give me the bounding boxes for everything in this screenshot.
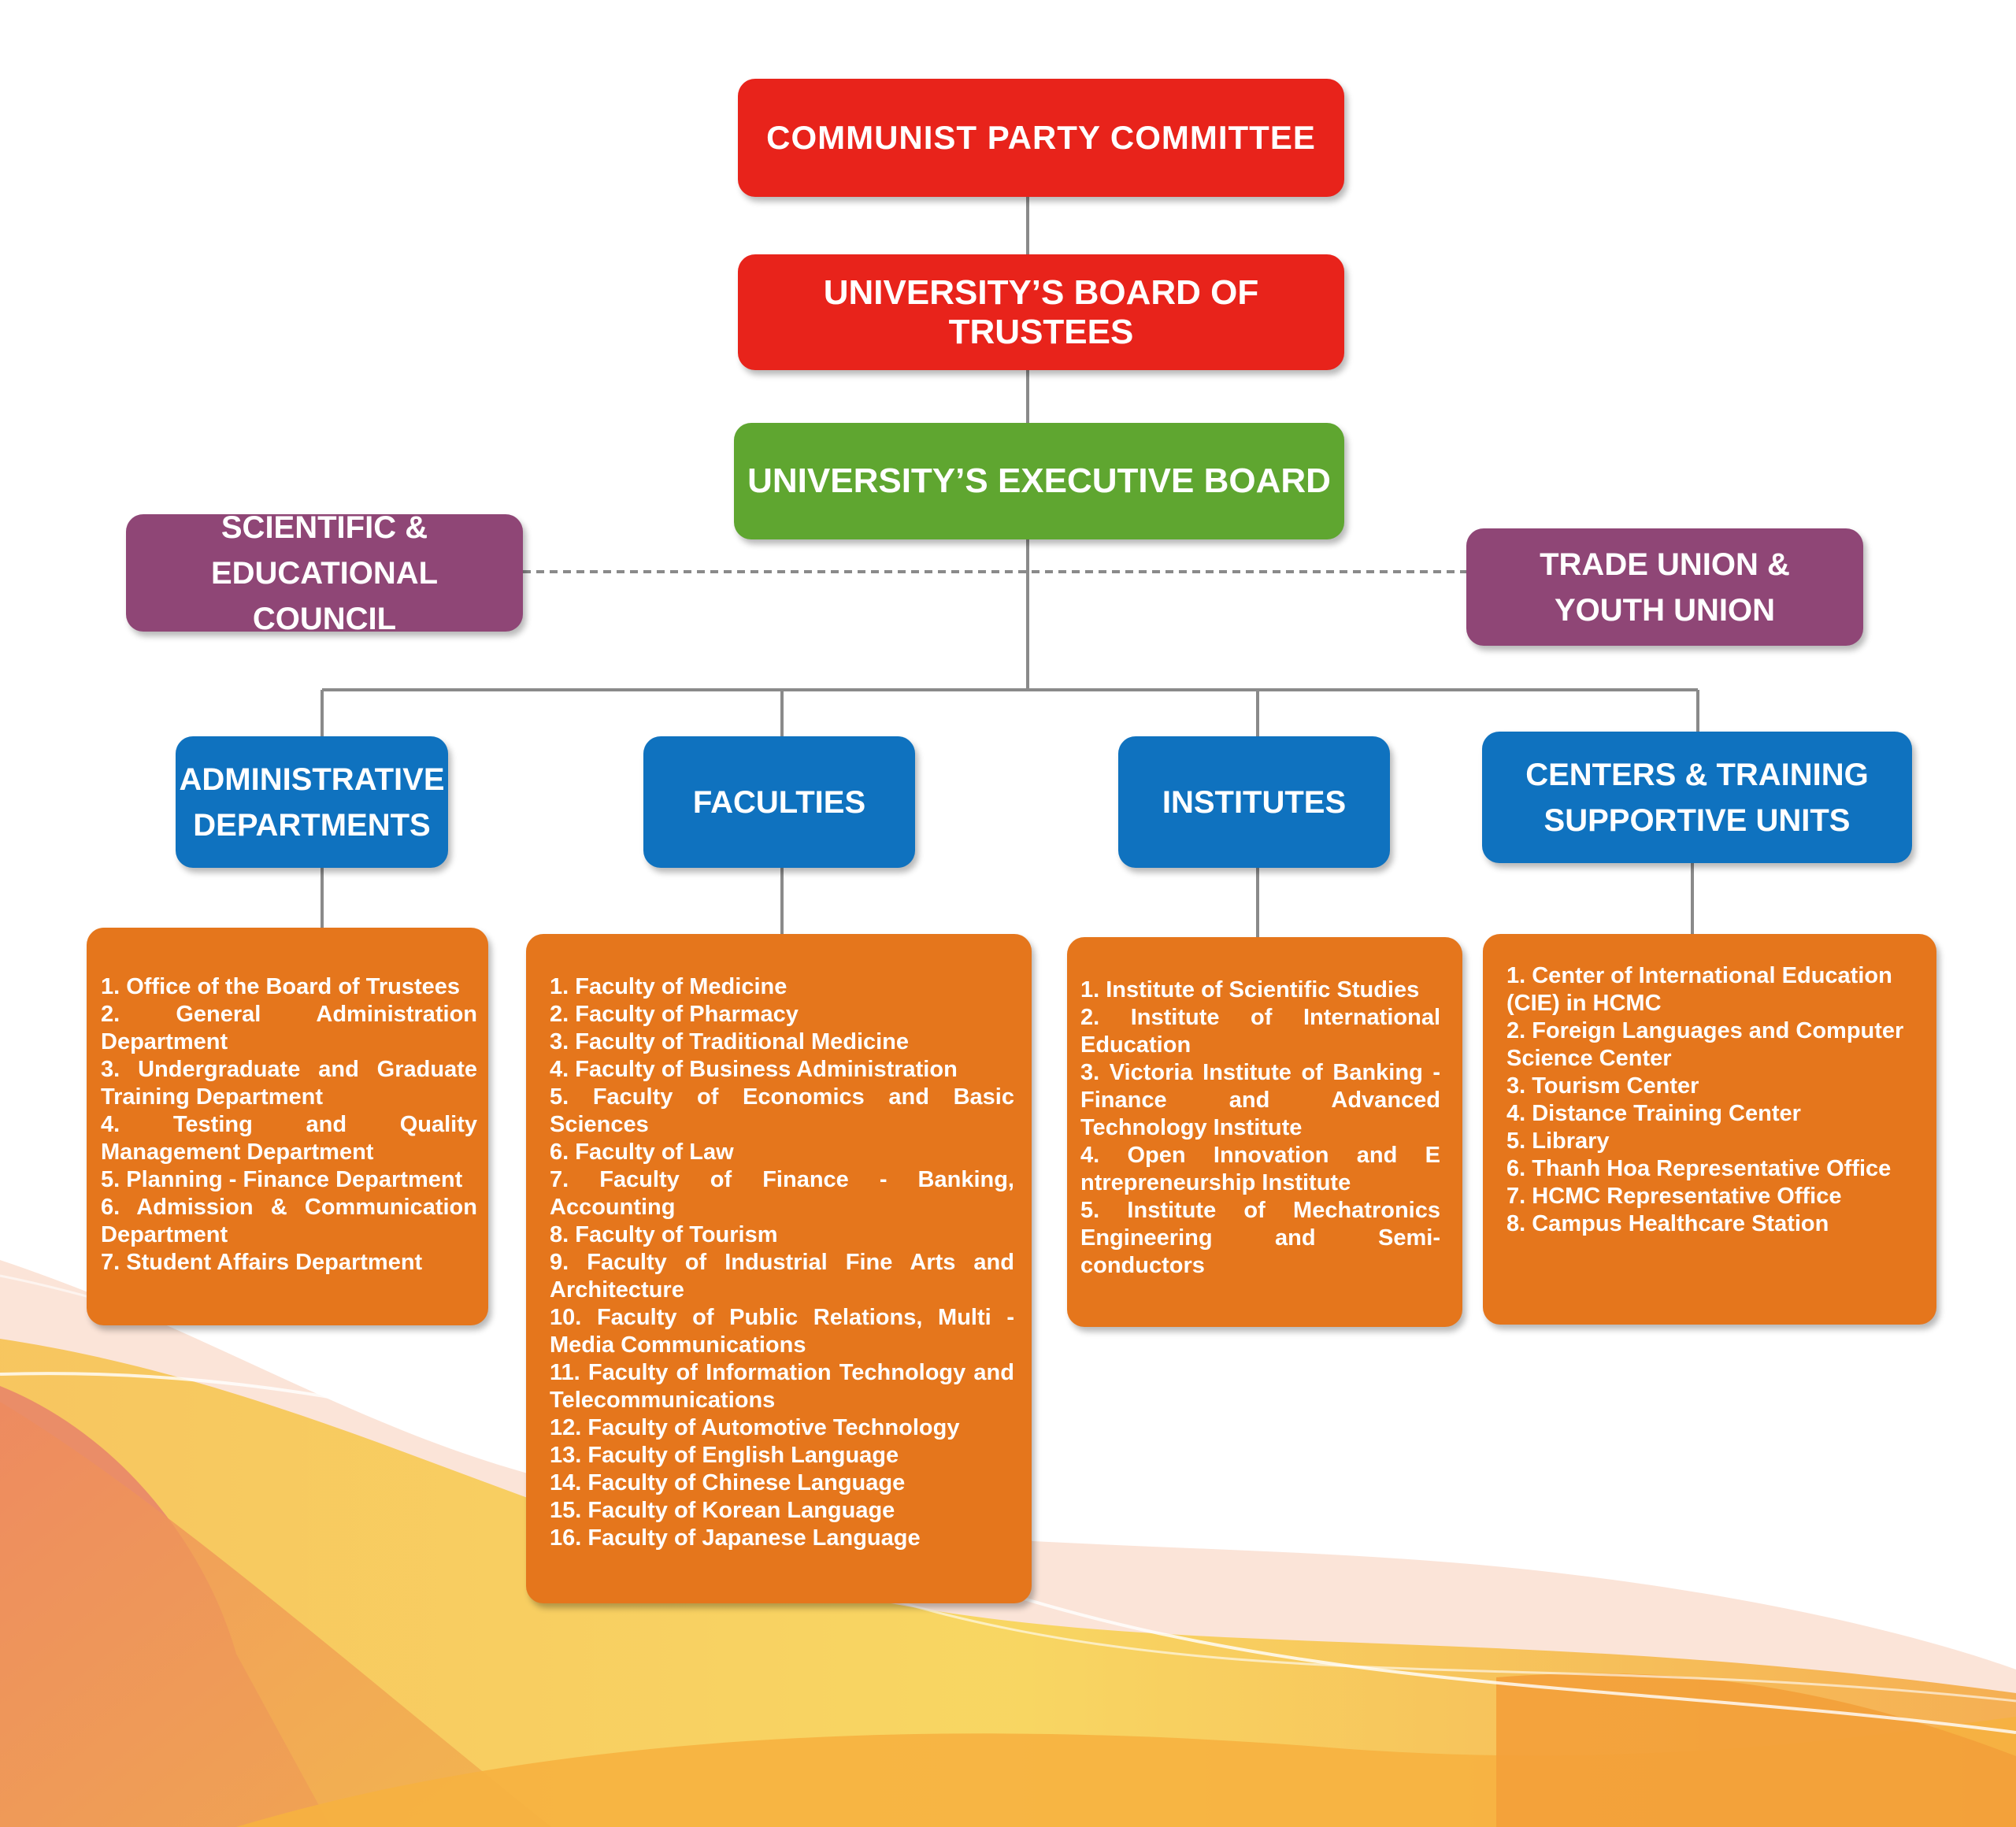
- list-item: 1. Center of International Education (CI…: [1506, 963, 1892, 1016]
- list-item: 3. Undergraduate and Graduate Training D…: [101, 1057, 477, 1110]
- list-item: 1. Faculty of Medicine: [550, 974, 788, 999]
- board-of-trustees-box: UNIVERSITY’S BOARD OF TRUSTEES: [738, 254, 1344, 370]
- list-item: 4. Distance Training Center: [1506, 1101, 1801, 1126]
- institutes-box: INSTITUTES: [1118, 736, 1390, 868]
- list-item: 9. Faculty of Industrial Fine Arts and A…: [550, 1250, 1014, 1303]
- list-item: 3. Tourism Center: [1506, 1073, 1699, 1099]
- list-item: 7. HCMC Representative Office: [1506, 1184, 1842, 1209]
- faculties-label: FACULTIES: [692, 784, 866, 820]
- list-item: 16. Faculty of Japanese Language: [550, 1525, 921, 1551]
- faculties-list-box: 1. Faculty of Medicine 2. Faculty of Pha…: [526, 934, 1032, 1603]
- centers-training-box: CENTERS & TRAINING SUPPORTIVE UNITS: [1482, 732, 1912, 863]
- list-item: 10. Faculty of Public Relations, Multi -…: [550, 1305, 1014, 1358]
- list-item: 8. Campus Healthcare Station: [1506, 1211, 1829, 1236]
- executive-board-label: UNIVERSITY’S EXECUTIVE BOARD: [747, 461, 1331, 500]
- administrative-departments-label: ADMINISTRATIVE DEPARTMENTS: [179, 762, 445, 843]
- administrative-list: 1. Office of the Board of Trustees 2. Ge…: [101, 973, 477, 1277]
- party-committee-label: COMMUNIST PARTY COMMITTEE: [766, 119, 1316, 156]
- scientific-council-label: SCIENTIFIC & EDUCATIONAL COUNCIL: [210, 510, 439, 636]
- list-item: 6. Thanh Hoa Representative Office: [1506, 1156, 1892, 1181]
- list-item: 11. Faculty of Information Technology an…: [550, 1360, 1014, 1413]
- centers-training-label: CENTERS & TRAINING SUPPORTIVE UNITS: [1525, 757, 1869, 838]
- list-item: 15. Faculty of Korean Language: [550, 1498, 895, 1523]
- faculties-box: FACULTIES: [643, 736, 915, 868]
- list-item: 12. Faculty of Automotive Technology: [550, 1415, 960, 1440]
- list-item: 1. Institute of Scientific Studies: [1080, 977, 1420, 1002]
- list-item: 6. Admission & Communication Department: [101, 1195, 477, 1247]
- executive-board-box: UNIVERSITY’S EXECUTIVE BOARD: [734, 423, 1344, 539]
- list-item: 6. Faculty of Law: [550, 1140, 734, 1165]
- trade-youth-union-label: TRADE UNION & YOUTH UNION: [1540, 547, 1790, 628]
- list-item: 13. Faculty of English Language: [550, 1443, 899, 1468]
- list-item: 4. Testing and Quality Management Depart…: [101, 1112, 477, 1165]
- list-item: 3. Victoria Institute of Banking - Finan…: [1080, 1060, 1440, 1140]
- list-item: 2. Institute of International Education: [1080, 1005, 1440, 1058]
- list-item: 3. Faculty of Traditional Medicine: [550, 1029, 910, 1054]
- list-item: 1. Office of the Board of Trustees: [101, 974, 461, 999]
- list-item: 5. Faculty of Economics and Basic Scienc…: [550, 1084, 1014, 1137]
- list-item: 5. Institute of Mechatronics Engineering…: [1080, 1198, 1440, 1278]
- list-item: 2. Foreign Languages and Computer Scienc…: [1506, 1018, 1904, 1071]
- list-item: 7. Faculty of Finance - Banking, Account…: [550, 1167, 1014, 1220]
- list-item: 5. Planning - Finance Department: [101, 1167, 463, 1192]
- list-item: 2. Faculty of Pharmacy: [550, 1002, 799, 1027]
- list-item: 4. Faculty of Business Administration: [550, 1057, 958, 1082]
- list-item: 5. Library: [1506, 1128, 1610, 1154]
- centers-list: 1. Center of International Education (CI…: [1506, 962, 1929, 1238]
- list-item: 8. Faculty of Tourism: [550, 1222, 778, 1247]
- institutes-list-box: 1. Institute of Scientific Studies 2. In…: [1067, 937, 1462, 1327]
- scientific-council-box: SCIENTIFIC & EDUCATIONAL COUNCIL: [126, 510, 523, 636]
- administrative-list-box: 1. Office of the Board of Trustees 2. Ge…: [87, 928, 488, 1325]
- board-of-trustees-label: UNIVERSITY’S BOARD OF TRUSTEES: [823, 272, 1259, 351]
- party-committee-box: COMMUNIST PARTY COMMITTEE: [738, 79, 1344, 197]
- institutes-label: INSTITUTES: [1162, 784, 1347, 820]
- list-item: 7. Student Affairs Department: [101, 1250, 423, 1275]
- faculties-list: 1. Faculty of Medicine 2. Faculty of Pha…: [550, 973, 1014, 1552]
- administrative-departments-box: ADMINISTRATIVE DEPARTMENTS: [176, 736, 448, 868]
- list-item: 4. Open Innovation and E ntrepreneurship…: [1080, 1143, 1440, 1195]
- list-item: 2. General Administration Department: [101, 1002, 477, 1054]
- institutes-list: 1. Institute of Scientific Studies 2. In…: [1080, 976, 1440, 1280]
- trade-youth-union-box: TRADE UNION & YOUTH UNION: [1466, 528, 1863, 646]
- list-item: 14. Faculty of Chinese Language: [550, 1470, 906, 1495]
- centers-list-box: 1. Center of International Education (CI…: [1483, 934, 1936, 1325]
